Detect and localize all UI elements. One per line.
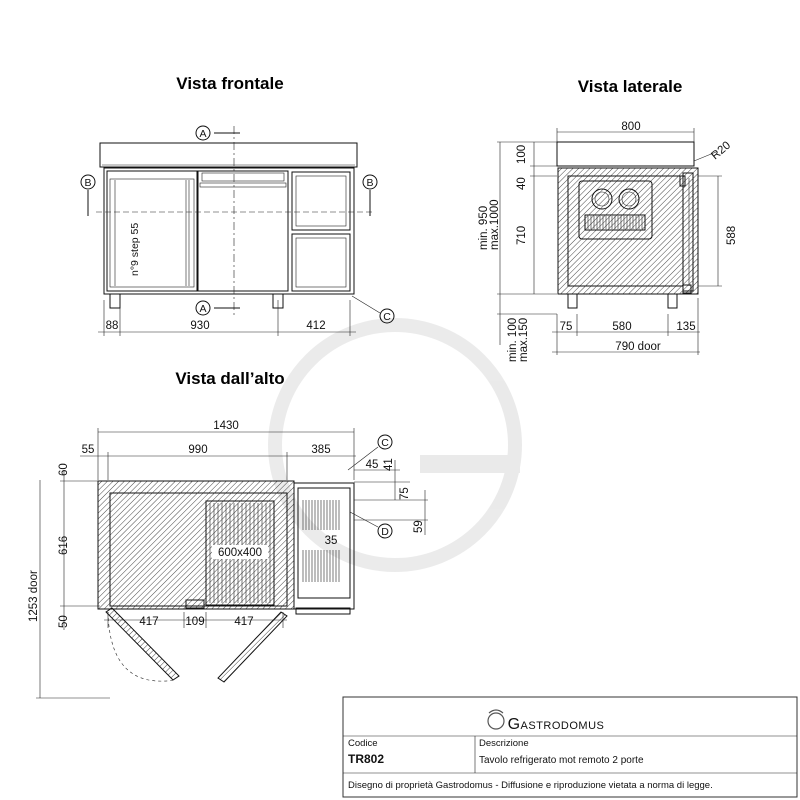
side-dim-legmin: min. 100 <box>507 318 519 362</box>
top-dimensions <box>36 428 428 699</box>
side-dim-r20: R20 <box>709 140 733 163</box>
codice-value: TR802 <box>348 752 384 766</box>
section-marker-a-bottom: A <box>195 300 211 316</box>
section-marker-b-right: B <box>362 174 378 190</box>
top-dim-59: 59 <box>413 520 425 533</box>
front-dim-right: 412 <box>306 320 325 332</box>
side-dim-135: 135 <box>676 321 695 333</box>
front-dim-middle: 930 <box>190 320 209 332</box>
watermark-logo <box>268 318 522 572</box>
side-dim-40: 40 <box>516 177 528 190</box>
side-dim-min950: min. 950 <box>478 206 490 250</box>
side-dim-75: 75 <box>560 321 573 333</box>
top-dim-35: 35 <box>325 535 338 547</box>
descrizione-label: Descrizione <box>479 738 529 749</box>
front-bottom-dimensions <box>98 300 356 336</box>
descrizione-value: Tavolo refrigerato mot remoto 2 porte <box>479 755 644 766</box>
side-dim-100: 100 <box>516 145 528 164</box>
side-dim-588: 588 <box>726 226 738 245</box>
top-dim-door: 1253 door <box>28 570 40 622</box>
top-dim-109: 109 <box>185 616 204 628</box>
shelf-note: n°9 step 55 <box>129 223 141 276</box>
side-dim-580: 580 <box>612 321 631 333</box>
svg-text:C: C <box>383 311 391 323</box>
top-dim-41: 41 <box>383 458 395 471</box>
section-marker-a-top: A <box>195 125 211 141</box>
top-dim-616: 616 <box>58 536 70 555</box>
top-dim-60: 60 <box>58 463 70 476</box>
top-view-title: Vista dall’alto <box>175 369 284 388</box>
section-marker-c-front: C <box>351 295 395 324</box>
svg-text:A: A <box>199 303 206 315</box>
side-view-title: Vista laterale <box>578 77 683 96</box>
side-dim-door: 790 door <box>615 341 661 353</box>
side-dim-depth: 800 <box>621 121 640 133</box>
svg-text:C: C <box>381 437 389 449</box>
brand-logo <box>487 709 505 730</box>
top-dim-990: 990 <box>188 444 207 456</box>
top-dim-55: 55 <box>82 444 95 456</box>
top-dim-1430: 1430 <box>213 420 239 432</box>
top-dim-75: 75 <box>399 487 411 500</box>
top-view <box>97 480 355 683</box>
grid-size-label: 600x400 <box>218 547 262 559</box>
front-dim-left: 88 <box>106 320 119 332</box>
side-dim-max1000: max.1000 <box>489 199 501 250</box>
section-marker-b-left: B <box>80 174 96 190</box>
top-dim-50: 50 <box>58 615 70 628</box>
top-dim-385: 385 <box>311 444 330 456</box>
codice-label: Codice <box>348 738 378 749</box>
brand-name: Gastrodomus <box>508 716 605 733</box>
svg-text:A: A <box>199 128 206 140</box>
side-dimensions <box>497 128 722 355</box>
svg-text:B: B <box>84 177 91 189</box>
top-dim-417b: 417 <box>234 616 253 628</box>
front-view-title: Vista frontale <box>176 74 283 93</box>
top-dim-45: 45 <box>366 459 379 471</box>
side-view <box>556 141 699 309</box>
title-block <box>342 696 798 798</box>
svg-text:B: B <box>366 177 373 189</box>
front-view <box>87 126 372 316</box>
svg-text:D: D <box>381 526 389 538</box>
top-dim-417a: 417 <box>139 616 158 628</box>
section-marker-c-top: C <box>347 434 393 471</box>
side-dim-710: 710 <box>516 226 528 245</box>
section-marker-d-top: D <box>349 511 393 539</box>
side-dim-legmax: max.150 <box>518 318 530 362</box>
ownership-footer: Disegno di proprietà Gastrodomus - Diffu… <box>348 780 713 791</box>
